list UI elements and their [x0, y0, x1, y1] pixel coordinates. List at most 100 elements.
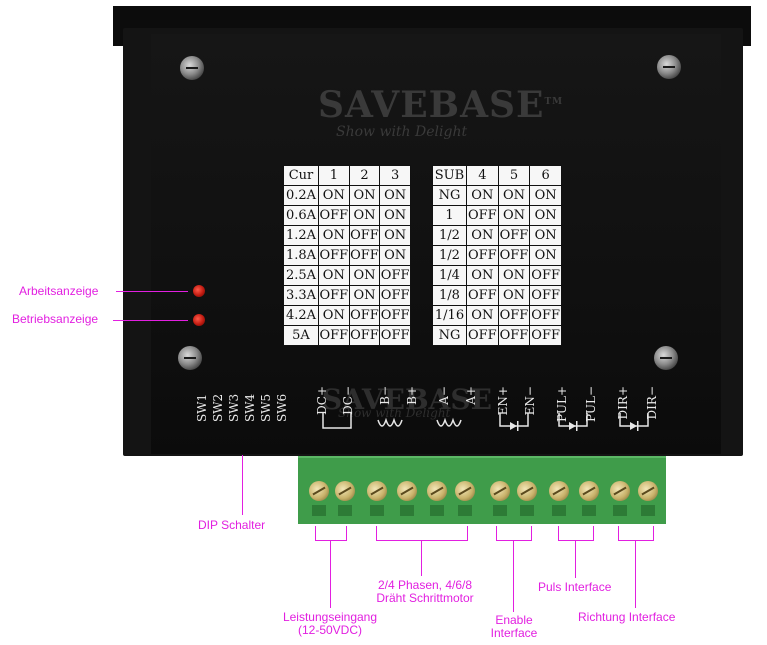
table-cell: 1 — [432, 205, 467, 226]
table-cell: ON — [466, 265, 499, 286]
leader-line — [116, 291, 188, 292]
table-cell: ON — [318, 225, 350, 246]
coil-a-icon — [436, 417, 462, 427]
table-cell: ON — [379, 245, 411, 266]
wire-slot[interactable] — [458, 505, 472, 516]
brand-slogan: Show with Delight — [336, 124, 468, 140]
signal-connector — [482, 456, 666, 524]
pulse-diode-icon — [558, 413, 588, 427]
table-cell: ON — [497, 265, 531, 286]
corner-screw-icon — [180, 56, 204, 80]
leader-line — [113, 320, 188, 321]
bracket-motor — [376, 526, 468, 541]
dip-switch-label: SW2 — [211, 393, 225, 422]
table-cell: ON — [497, 185, 531, 206]
table-cell: OFF — [318, 205, 350, 226]
wire-slot[interactable] — [338, 505, 352, 516]
terminal-screw-icon[interactable] — [335, 481, 355, 501]
leader-line — [635, 540, 636, 608]
table-cell: ON — [497, 205, 531, 226]
terminal-screw-icon[interactable] — [309, 481, 329, 501]
corner-screw-icon — [178, 346, 202, 370]
annotation-dip-switch: DIP Schalter — [198, 518, 266, 532]
terminal-screw-icon[interactable] — [455, 481, 475, 501]
terminal-label: B− — [378, 386, 392, 405]
bracket-direction — [618, 526, 654, 541]
leader-line — [421, 540, 422, 576]
terminal-screw-icon[interactable] — [638, 481, 658, 501]
corner-screw-icon — [657, 55, 681, 79]
dip-switch-label: SW5 — [259, 393, 273, 422]
annotation-power-input: Leistungseingang(12-50VDC) — [282, 610, 378, 637]
terminal-symbols — [322, 413, 649, 431]
table-cell: OFF — [318, 285, 350, 306]
table-cell: OFF — [466, 285, 499, 306]
terminal-screw-icon[interactable] — [367, 481, 387, 501]
wire-slot[interactable] — [370, 505, 384, 516]
terminal-screw-icon[interactable] — [490, 481, 510, 501]
dip-switch-label: SW4 — [243, 393, 257, 422]
terminal-screw-icon[interactable] — [397, 481, 417, 501]
terminal-screw-icon[interactable] — [549, 481, 569, 501]
table-cell: OFF — [379, 325, 411, 346]
table-cell: OFF — [497, 325, 531, 346]
table-cell: ON — [529, 185, 562, 206]
table-cell: ON — [348, 265, 381, 286]
terminal-label: A− — [437, 386, 451, 405]
table-cell: ON — [466, 305, 499, 326]
table-cell: ON — [466, 185, 499, 206]
bracket-pulse — [558, 526, 594, 541]
brand-logo: SAVEBASETM — [318, 84, 564, 126]
annotation-work-indicator: Arbeitsanzeige — [19, 284, 99, 298]
terminal-screw-icon[interactable] — [610, 481, 630, 501]
terminal-screw-icon[interactable] — [579, 481, 599, 501]
table-cell: 1.2A — [283, 225, 319, 246]
wire-slot[interactable] — [493, 505, 507, 516]
table-cell: 5A — [283, 325, 319, 346]
wire-slot[interactable] — [520, 505, 534, 516]
dc-bracket-icon — [322, 413, 352, 429]
table-header-cell: SUB — [432, 165, 467, 186]
wire-slot[interactable] — [613, 505, 627, 516]
wire-slot[interactable] — [430, 505, 444, 516]
wire-slot[interactable] — [552, 505, 566, 516]
table-cell: OFF — [348, 225, 381, 246]
table-cell: 3.3A — [283, 285, 319, 306]
table-cell: OFF — [529, 265, 562, 286]
leader-line — [513, 540, 514, 612]
wire-slot[interactable] — [400, 505, 414, 516]
dip-switch-label: SW6 — [275, 393, 289, 422]
table-header-cell: 5 — [497, 165, 531, 186]
wire-slot[interactable] — [582, 505, 596, 516]
terminal-label: B+ — [405, 386, 419, 405]
table-cell: OFF — [529, 325, 562, 346]
table-cell: ON — [348, 185, 381, 206]
table-cell: 1/2 — [432, 245, 467, 266]
table-cell: 1/2 — [432, 225, 467, 246]
coil-b-icon — [377, 417, 403, 427]
bracket-power — [315, 526, 347, 541]
terminal-screw-icon[interactable] — [427, 481, 447, 501]
table-cell: 1/4 — [432, 265, 467, 286]
table-cell: 0.2A — [283, 185, 319, 206]
table-header-cell: 2 — [348, 165, 381, 186]
table-cell: OFF — [379, 285, 411, 306]
table-cell: ON — [529, 245, 562, 266]
terminal-screw-icon[interactable] — [517, 481, 537, 501]
wire-slot[interactable] — [641, 505, 655, 516]
table-cell: ON — [379, 205, 411, 226]
dip-switch-label: SW1 — [195, 393, 209, 422]
table-cell: OFF — [466, 325, 499, 346]
wire-slot[interactable] — [312, 505, 326, 516]
